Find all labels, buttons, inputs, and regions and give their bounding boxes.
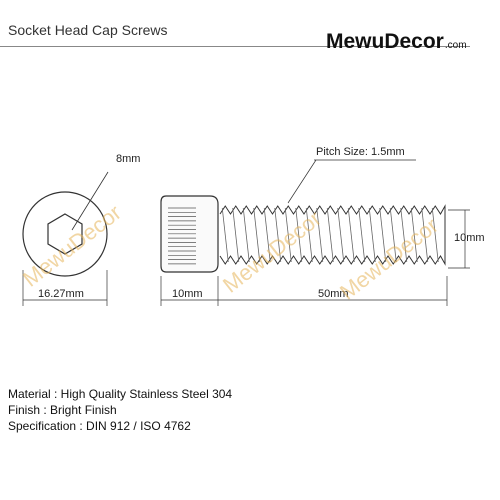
shank-length-label: 50mm — [318, 288, 349, 300]
brand-suffix: .com — [444, 40, 467, 51]
thread-teeth — [219, 204, 446, 266]
spec-list: Material : High Quality Stainless Steel … — [8, 386, 232, 434]
thread-crest-line — [253, 207, 261, 263]
thread-crest-line — [232, 207, 240, 263]
head-outline — [22, 191, 108, 277]
thread-crest-line — [421, 207, 429, 263]
head-length-label: 10mm — [172, 288, 203, 300]
head-diameter-label: 16.27mm — [38, 288, 84, 300]
spec-material: Material : High Quality Stainless Steel … — [8, 387, 233, 401]
thread-crest-line — [347, 207, 355, 263]
pitch-label: Pitch Size: 1.5mm — [316, 146, 405, 158]
title-divider — [0, 46, 470, 47]
thread-bottom-edge — [219, 255, 446, 266]
thread-crest-line — [305, 207, 313, 263]
thread-crest-line — [316, 207, 324, 263]
thread-crest-line — [274, 207, 282, 263]
thread-crest-line — [295, 207, 303, 263]
thread-crest-line — [326, 207, 334, 263]
spec-specification: Specification : DIN 912 / ISO 4762 — [8, 419, 191, 433]
thread-crest-line — [242, 207, 250, 263]
hex-socket — [47, 213, 83, 255]
thread-crest-line — [337, 207, 345, 263]
brand-logo: MewuDecor.com — [326, 30, 467, 54]
hex-size-label: 8mm — [116, 153, 140, 165]
thread-crest-line — [263, 207, 271, 263]
brand-name: MewuDecor — [326, 30, 444, 53]
page-title: Socket Head Cap Screws — [8, 22, 168, 38]
screw-side-view — [160, 195, 446, 273]
head-top-view — [22, 191, 108, 277]
thread-crest-line — [368, 207, 376, 263]
thread-crest-line — [431, 207, 439, 263]
thread-crest-line — [379, 207, 387, 263]
hex-leader — [71, 171, 109, 231]
spec-finish: Finish : Bright Finish — [8, 403, 117, 417]
head-knurling — [168, 207, 196, 265]
thread-crest-line — [410, 207, 418, 263]
thread-diameter-label: 10mm — [454, 232, 485, 244]
thread-crest-line — [400, 207, 408, 263]
thread-top-edge — [219, 204, 446, 215]
thread-crest-line — [358, 207, 366, 263]
thread-crest-line — [284, 207, 292, 263]
pitch-leader — [287, 159, 317, 204]
thread-crest-line — [221, 207, 229, 263]
thread-crest-line — [389, 207, 397, 263]
